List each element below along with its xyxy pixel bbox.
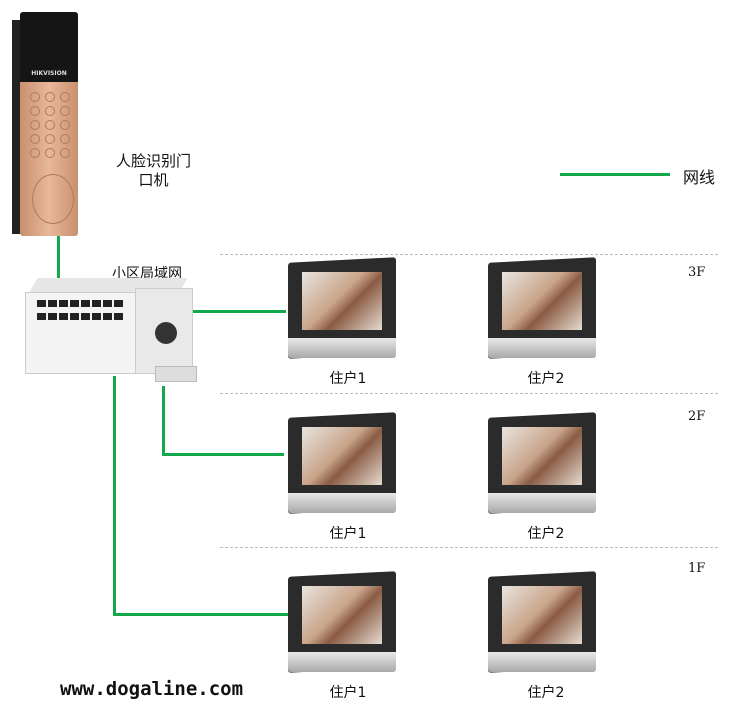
indoor-monitor-2f-1 xyxy=(288,412,398,514)
legend-label: 网线 xyxy=(683,168,716,187)
resident-label: 住户1 xyxy=(329,526,367,542)
door-station-label: 人脸识别门 口机 xyxy=(116,152,192,189)
indoor-monitor-3f-1 xyxy=(288,257,398,359)
indoor-monitor-3f-2 xyxy=(488,257,598,359)
face-recognition-door-station: HIKVISION xyxy=(12,12,78,236)
resident-label: 住户2 xyxy=(527,526,565,542)
resident-label: 住户1 xyxy=(329,371,367,387)
floor-label-1f: 1F xyxy=(688,561,706,576)
floor-label-2f: 2F xyxy=(688,409,706,424)
floor-divider-3f xyxy=(220,254,718,255)
indoor-monitor-1f-2 xyxy=(488,571,598,673)
indoor-monitor-1f-1 xyxy=(288,571,398,673)
watermark: www.dogaline.com xyxy=(60,678,244,700)
resident-label: 住户1 xyxy=(329,685,367,701)
floor-label-3f: 3F xyxy=(688,265,706,280)
network-switch xyxy=(25,278,197,388)
cable-switch-to-1f-h xyxy=(113,613,291,616)
cable-door-to-switch xyxy=(57,234,60,288)
cable-switch-to-2f-v xyxy=(162,386,165,456)
indoor-monitor-2f-2 xyxy=(488,412,598,514)
legend-line xyxy=(560,173,670,176)
cable-switch-to-2f-h xyxy=(162,453,284,456)
cable-switch-to-1f-v xyxy=(113,376,116,616)
door-station-brand: HIKVISION xyxy=(31,70,67,77)
cable-switch-to-3f xyxy=(190,310,286,313)
floor-divider-1f xyxy=(220,547,718,548)
floor-divider-2f xyxy=(220,393,718,394)
resident-label: 住户2 xyxy=(527,371,565,387)
resident-label: 住户2 xyxy=(527,685,565,701)
